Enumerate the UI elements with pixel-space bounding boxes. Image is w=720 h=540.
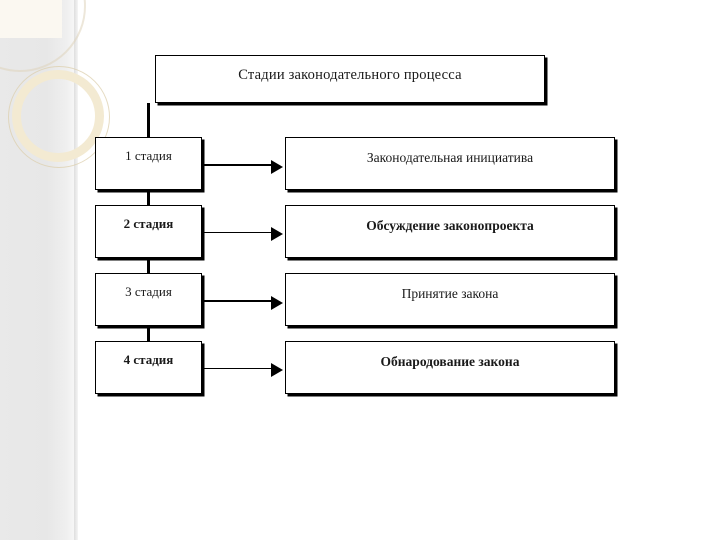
stage-box-4: 4 стадия [95, 341, 202, 394]
diagram-title-box: Стадии законодательного процесса [155, 55, 545, 103]
cream-ring-outline-icon [8, 66, 110, 168]
stage-label-1: 1 стадия [125, 148, 172, 163]
cream-ring-icon [12, 70, 104, 162]
arrow-stage-1-to-description [202, 160, 283, 174]
stage-label-3: 3 стадия [125, 284, 172, 299]
arrow-stage-3-to-description [202, 296, 283, 310]
stage-box-3: 3 стадия [95, 273, 202, 326]
description-box-3: Принятие закона [285, 273, 615, 326]
stage-label-4: 4 стадия [123, 352, 174, 367]
connector-title-to-stage-1 [147, 103, 150, 139]
arrow-stage-2-to-description [202, 227, 283, 241]
description-label-2: Обсуждение законопроекта [366, 218, 534, 233]
description-label-1: Законодательная инициатива [366, 150, 534, 165]
description-box-2: Обсуждение законопроекта [285, 205, 615, 258]
arrow-stage-4-to-description [202, 363, 283, 377]
stage-label-2: 2 стадия [123, 216, 174, 231]
connector-stage-1-to-2 [147, 189, 150, 207]
connector-stage-2-to-3 [147, 257, 150, 275]
description-box-4: Обнародование закона [285, 341, 615, 394]
description-label-4: Обнародование закона [380, 354, 520, 369]
diagram-title-label: Стадии законодательного процесса [238, 67, 462, 83]
stage-box-1: 1 стадия [95, 137, 202, 190]
description-label-3: Принятие закона [401, 286, 499, 301]
stage-box-2: 2 стадия [95, 205, 202, 258]
slide-sidebar-edge [74, 0, 78, 540]
connector-stage-3-to-4 [147, 325, 150, 343]
description-box-1: Законодательная инициатива [285, 137, 615, 190]
